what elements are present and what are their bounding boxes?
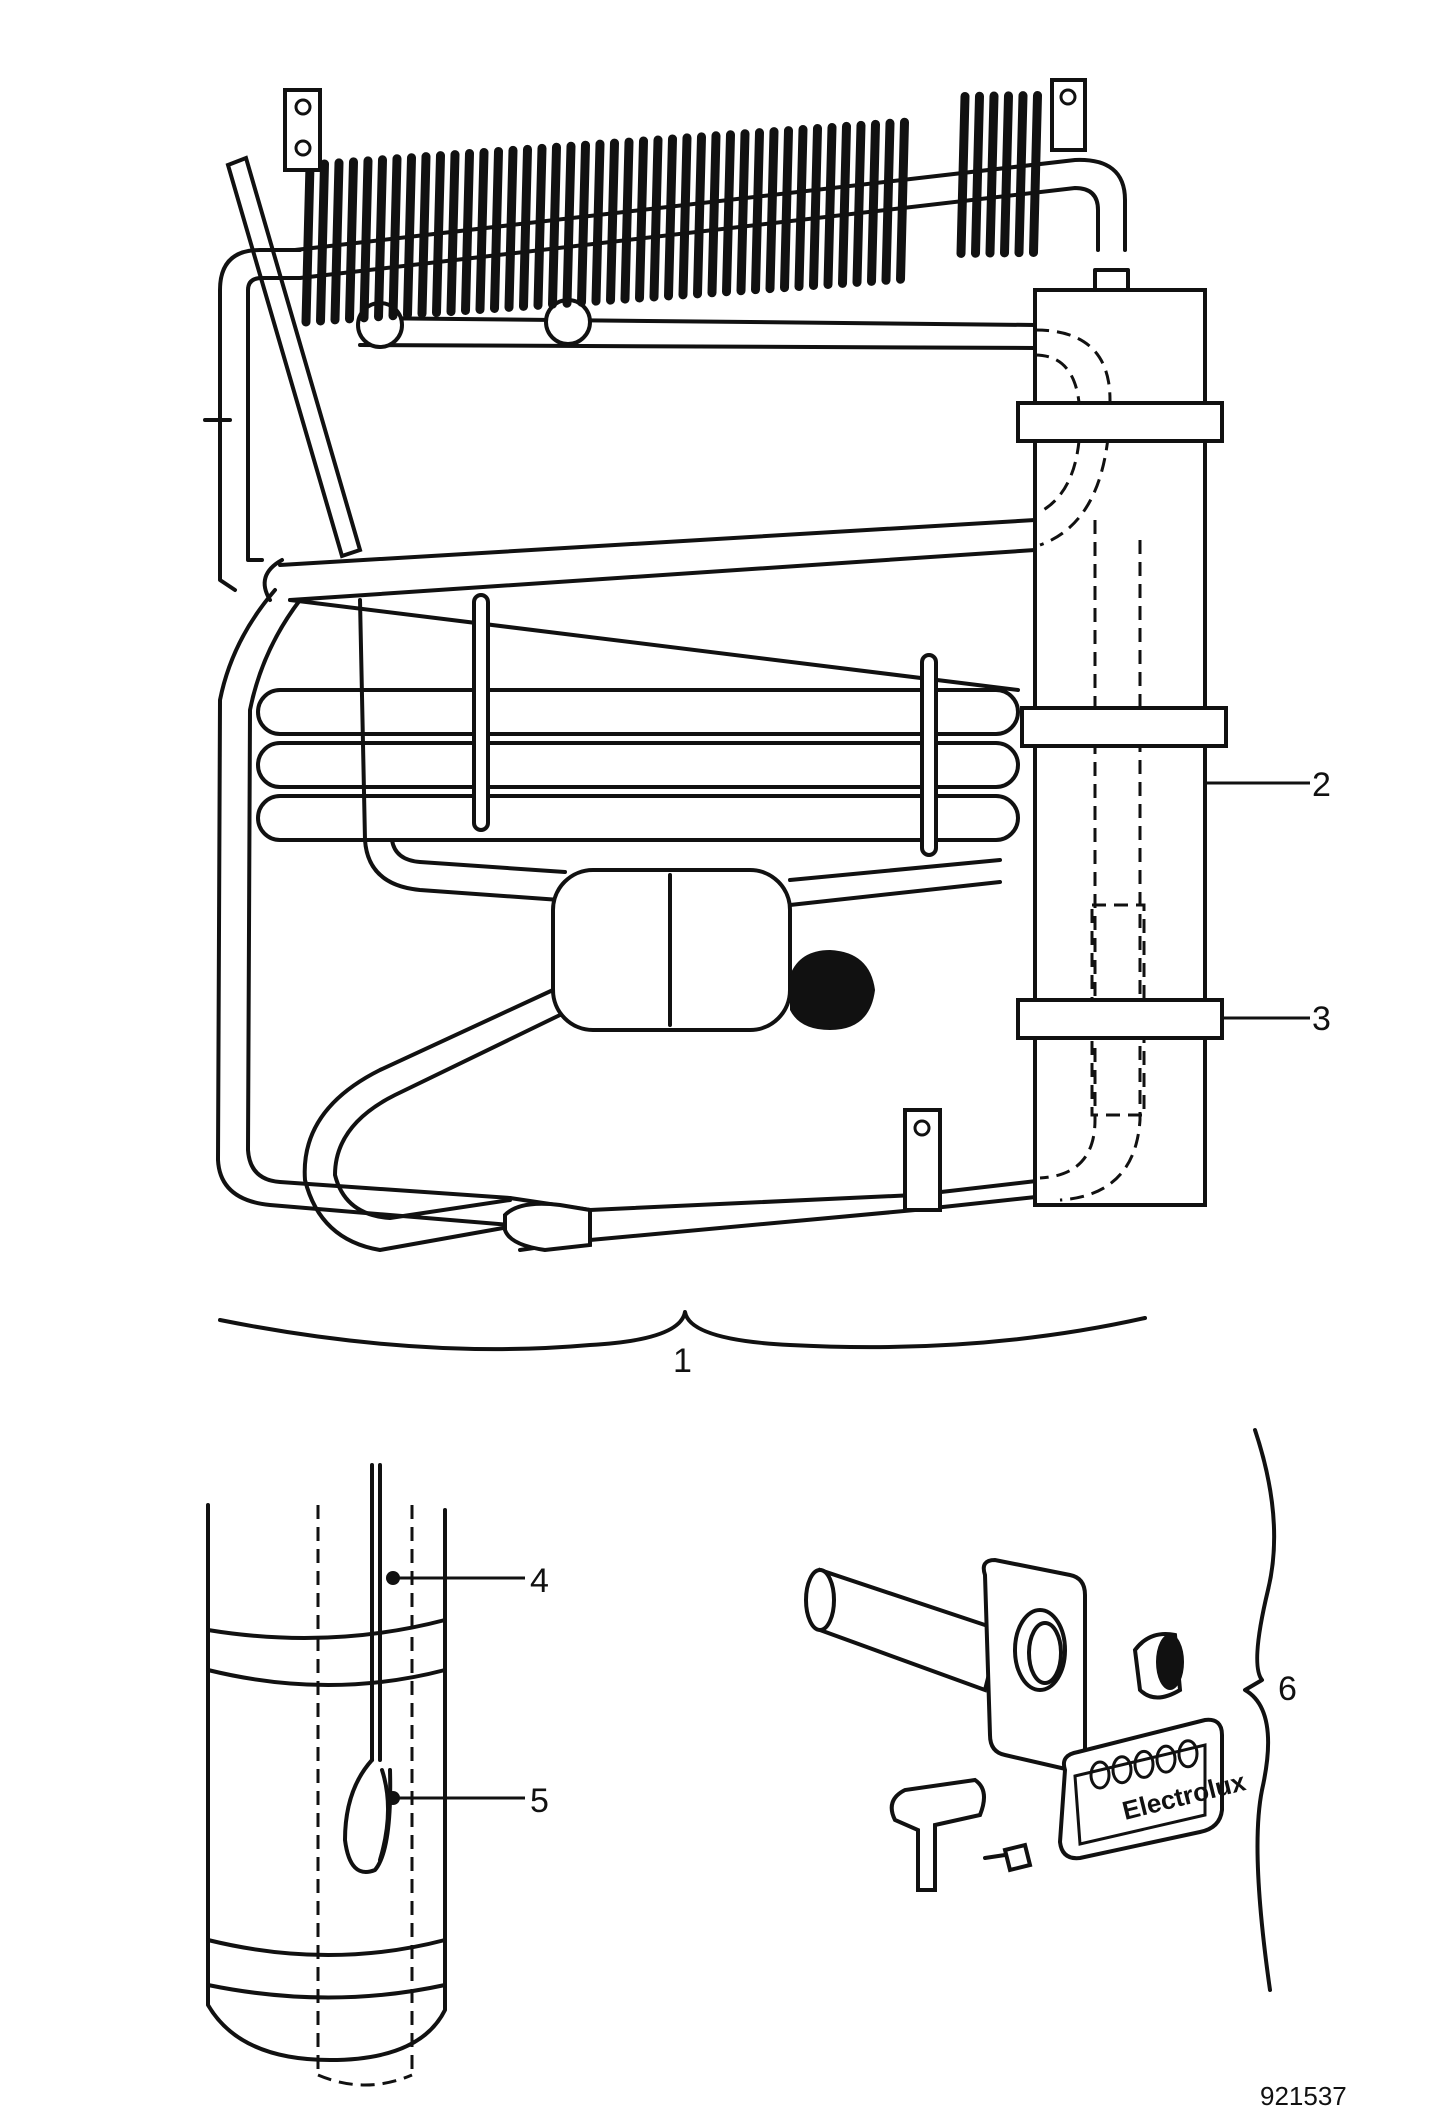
condenser-fin <box>794 125 808 292</box>
condenser-fin <box>301 160 315 327</box>
condenser-fin <box>620 137 634 304</box>
condenser-fin <box>519 144 532 311</box>
bottom-pipe <box>503 1108 1047 1253</box>
evaporator-coil <box>256 558 1020 857</box>
condenser-fin <box>852 120 866 287</box>
condenser-fin <box>1029 90 1042 257</box>
condenser-fin <box>461 149 474 316</box>
condenser-fin <box>664 134 677 301</box>
condenser-fin <box>780 126 793 293</box>
condenser-fin <box>1014 91 1028 258</box>
top-right-bracket <box>1050 78 1087 152</box>
condenser-fin <box>956 91 970 258</box>
condenser-fin <box>606 138 619 305</box>
control-hole <box>1133 1749 1155 1779</box>
condenser-fin <box>751 128 764 295</box>
condenser-fin <box>678 133 692 300</box>
condenser-fin <box>971 91 984 258</box>
condenser-fin <box>896 117 909 284</box>
condenser-fin <box>591 139 605 306</box>
left-riser-tube <box>203 248 302 592</box>
condenser-fin <box>359 156 373 323</box>
slanted-rod <box>225 155 363 559</box>
condenser-fin <box>388 154 402 321</box>
condenser-fin <box>490 146 503 313</box>
condenser-fin <box>417 152 431 319</box>
condenser-fin <box>432 151 445 318</box>
condenser-fin <box>316 159 329 326</box>
control-hole <box>1155 1744 1177 1774</box>
control-panel-holes <box>1089 1739 1199 1790</box>
lower-u-tube <box>302 988 562 1252</box>
condenser-fin <box>765 127 779 294</box>
condenser-tube <box>293 157 1127 350</box>
condenser-fin <box>635 136 648 303</box>
control-hole <box>1089 1760 1111 1790</box>
cooling-unit-assembly <box>203 78 1310 1352</box>
figure-code: 921537 <box>1260 2081 1347 2111</box>
thermocouple-detail <box>206 1463 525 2087</box>
diagonal-tube-upper <box>278 518 1037 602</box>
condenser-fin <box>693 132 706 299</box>
coil-drain-tube <box>358 598 1002 907</box>
condenser-fin <box>809 124 822 291</box>
absorber-vessel <box>551 868 875 1032</box>
condenser-fin <box>533 143 547 310</box>
left-drop-tube <box>216 588 512 1227</box>
condenser-fin <box>838 121 851 288</box>
condenser-fin <box>736 129 750 296</box>
flue-kit-detail: Electrolux <box>804 1428 1277 1992</box>
condenser-fin <box>504 145 518 312</box>
condenser-fin <box>881 118 895 285</box>
callout-6: 6 <box>1278 1670 1297 1708</box>
callout-2: 2 <box>1312 766 1331 804</box>
condenser-fins <box>301 90 1042 327</box>
callout-5: 5 <box>530 1782 549 1820</box>
condenser-fin <box>823 122 837 289</box>
condenser-fin <box>548 142 561 309</box>
condenser-fin <box>330 158 344 325</box>
condenser-fin <box>649 135 663 302</box>
condenser-fin <box>562 141 576 308</box>
top-left-bracket <box>283 88 322 172</box>
condenser-fin <box>345 157 358 324</box>
condenser-fin <box>475 147 489 314</box>
condenser-fin <box>374 155 387 322</box>
boiler-generator <box>1016 268 1228 1207</box>
condenser-fin <box>722 130 735 297</box>
callout-3: 3 <box>1312 1000 1331 1038</box>
control-hole <box>1177 1739 1199 1769</box>
assembly-brace <box>218 1310 1147 1352</box>
condenser-fin <box>446 150 460 317</box>
condenser-fin <box>707 131 721 298</box>
condenser-fin <box>403 153 416 320</box>
control-hole <box>1111 1755 1133 1785</box>
condenser-fin <box>867 119 880 286</box>
flue-kit-brace <box>1243 1428 1277 1992</box>
callout-1: 1 <box>673 1342 692 1380</box>
condenser-fin <box>985 91 999 258</box>
condenser-fin <box>577 140 590 307</box>
callout-4: 4 <box>530 1562 549 1600</box>
condenser-fin <box>1000 91 1013 258</box>
